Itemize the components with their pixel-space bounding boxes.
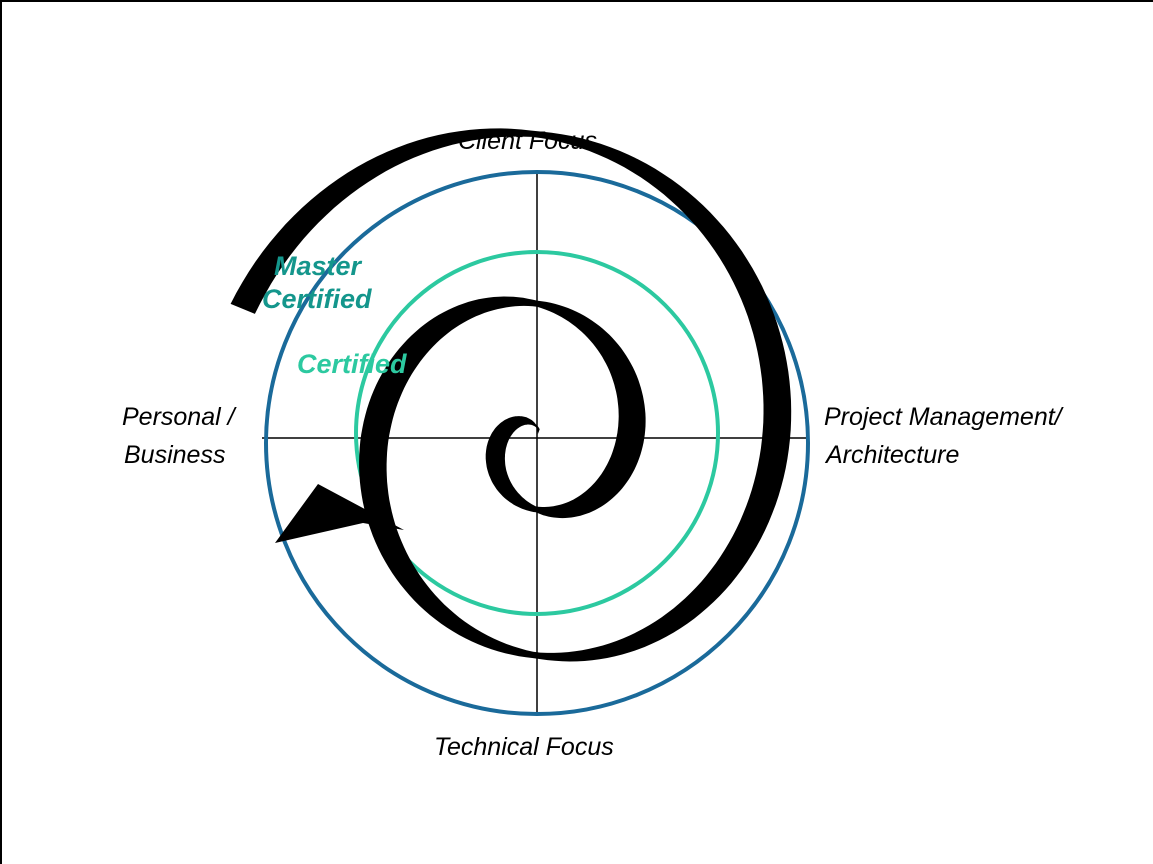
spiral-body — [230, 128, 792, 662]
label-certified: Certified — [297, 349, 407, 379]
label-personal-business-line1: Personal / — [122, 403, 235, 431]
label-master-line1: Master — [274, 251, 362, 281]
spiral-arrow-head — [275, 484, 404, 543]
inner-ring-certified — [354, 250, 720, 616]
growth-spiral-arrow — [230, 128, 792, 662]
label-personal-business-line2: Business — [124, 441, 226, 469]
label-project-management-line1: Project Management/ — [824, 403, 1062, 431]
label-project-management-line2: Architecture — [826, 441, 960, 469]
label-client-focus: Client Focus — [458, 127, 597, 155]
label-master-line2: Certified — [262, 284, 372, 314]
label-technical-focus: Technical Focus — [434, 733, 614, 761]
outer-ring-master-certified — [264, 170, 810, 716]
